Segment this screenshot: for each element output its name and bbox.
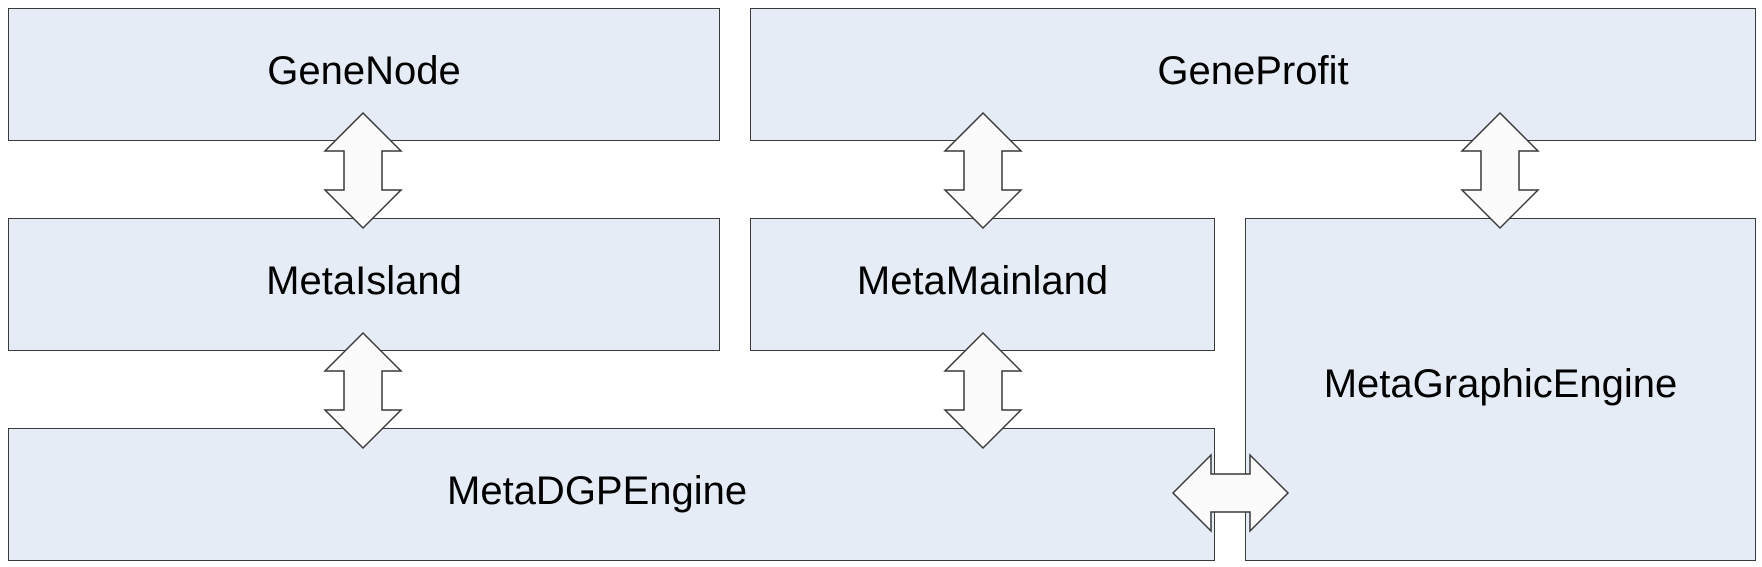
arrow-genenode-metaisland xyxy=(323,111,403,230)
arrow-metamainland-metadgpengine xyxy=(943,331,1023,450)
metadgpengine-label: MetaDGPEngine xyxy=(447,469,748,513)
arrow-geneprofit-metagraphicengine xyxy=(1460,111,1540,230)
metamainland-box: MetaMainland xyxy=(750,218,1215,351)
arrow-geneprofit-metamainland xyxy=(943,111,1023,230)
geneprofit-box: GeneProfit xyxy=(750,8,1756,141)
arrow-metaisland-metadgpengine xyxy=(323,331,403,450)
genenode-label: GeneNode xyxy=(267,49,461,93)
metagraphicengine-label: MetaGraphicEngine xyxy=(1323,362,1678,406)
geneprofit-label: GeneProfit xyxy=(1157,49,1349,93)
arrow-metadgpengine-metagraphicengine xyxy=(1171,453,1290,533)
metamainland-label: MetaMainland xyxy=(856,259,1109,303)
metaisland-box: MetaIsland xyxy=(8,218,720,351)
metadgpengine-box: MetaDGPEngine xyxy=(8,428,1215,561)
metagraphicengine-box: MetaGraphicEngine xyxy=(1245,218,1756,561)
metaisland-label: MetaIsland xyxy=(266,259,462,303)
